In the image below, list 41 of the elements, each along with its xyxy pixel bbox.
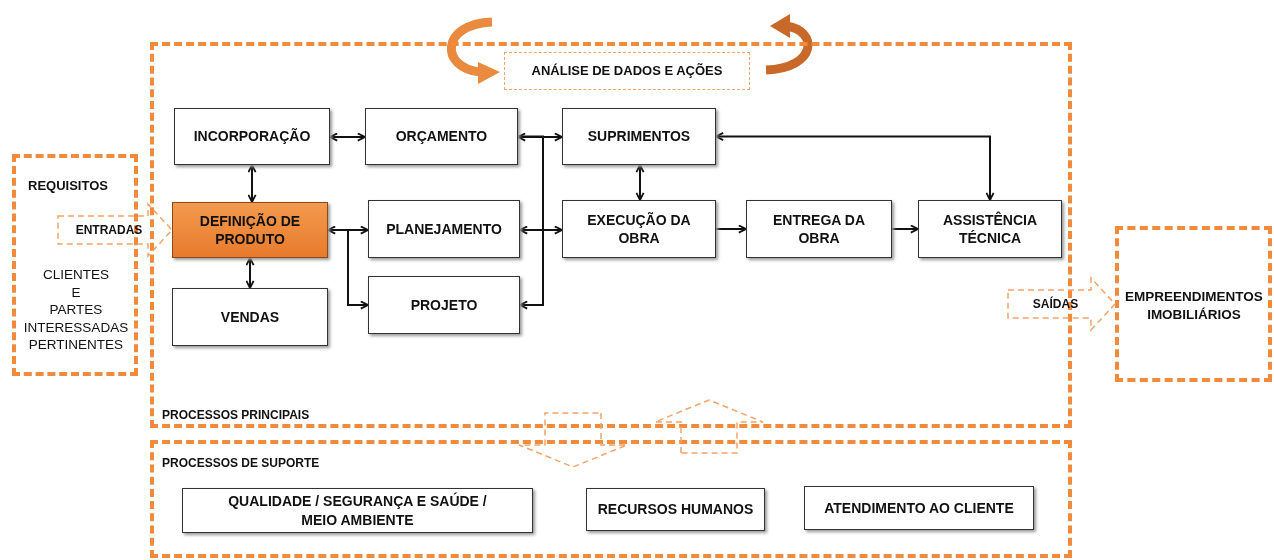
process-box (562, 200, 716, 258)
output-text: EMPREENDIMENTOS IMOBILIÁRIOS (1124, 288, 1264, 325)
box-label: QUALIDADE / SEGURANÇA E SAÚDE / MEIO AMBIENTE (227, 492, 488, 529)
box-label: DEFINIÇÃO DE PRODUTO (198, 211, 302, 249)
process-box (918, 200, 1062, 258)
edge-label: SAÍDAS (1031, 297, 1080, 311)
highlighted-process-box (172, 202, 328, 258)
box-label: ENTREGA DA OBRA (771, 210, 866, 248)
process-box (172, 288, 328, 346)
group-label: PROCESSOS PRINCIPAIS (162, 408, 310, 422)
box-label: ATENDIMENTO AO CLIENTE (823, 498, 1015, 518)
process-box (586, 488, 765, 531)
heading: REQUISITOS (28, 178, 108, 193)
box-label: ORÇAMENTO (394, 127, 489, 146)
block-arrow (57, 202, 174, 258)
box-label: ANÁLISE DE DADOS E AÇÕES (530, 62, 724, 80)
box-label: RECURSOS HUMANOS (596, 500, 755, 519)
group-label: PROCESSOS DE SUPORTE (162, 456, 320, 470)
process-box (368, 200, 520, 258)
block-arrow (518, 412, 628, 468)
box-label: PROJETO (409, 295, 479, 315)
process-box (365, 108, 518, 165)
process-box (746, 200, 892, 258)
process-box (562, 108, 716, 165)
dashed-boundary-box (1115, 226, 1272, 382)
dashed-box (504, 52, 750, 90)
box-label: ASSISTÊNCIA TÉCNICA (941, 210, 1039, 248)
box-label: EXECUÇÃO DA OBRA (586, 210, 692, 248)
process-box (182, 488, 533, 533)
block-arrow (1007, 276, 1117, 332)
box-label: VENDAS (219, 307, 281, 327)
process-box (804, 486, 1034, 530)
box-label: SUPRIMENTOS (586, 127, 692, 146)
process-box (174, 108, 330, 165)
block-arrow (654, 399, 764, 454)
process-box (368, 276, 520, 334)
stakeholder-text: CLIENTES E PARTES INTERESSADAS PERTINENTES (22, 266, 130, 354)
box-label: PLANEJAMENTO (385, 219, 503, 239)
edge-label: ENTRADAS (74, 223, 144, 237)
dashed-boundary-box (150, 440, 1072, 558)
box-label: INCORPORAÇÃO (192, 127, 312, 146)
